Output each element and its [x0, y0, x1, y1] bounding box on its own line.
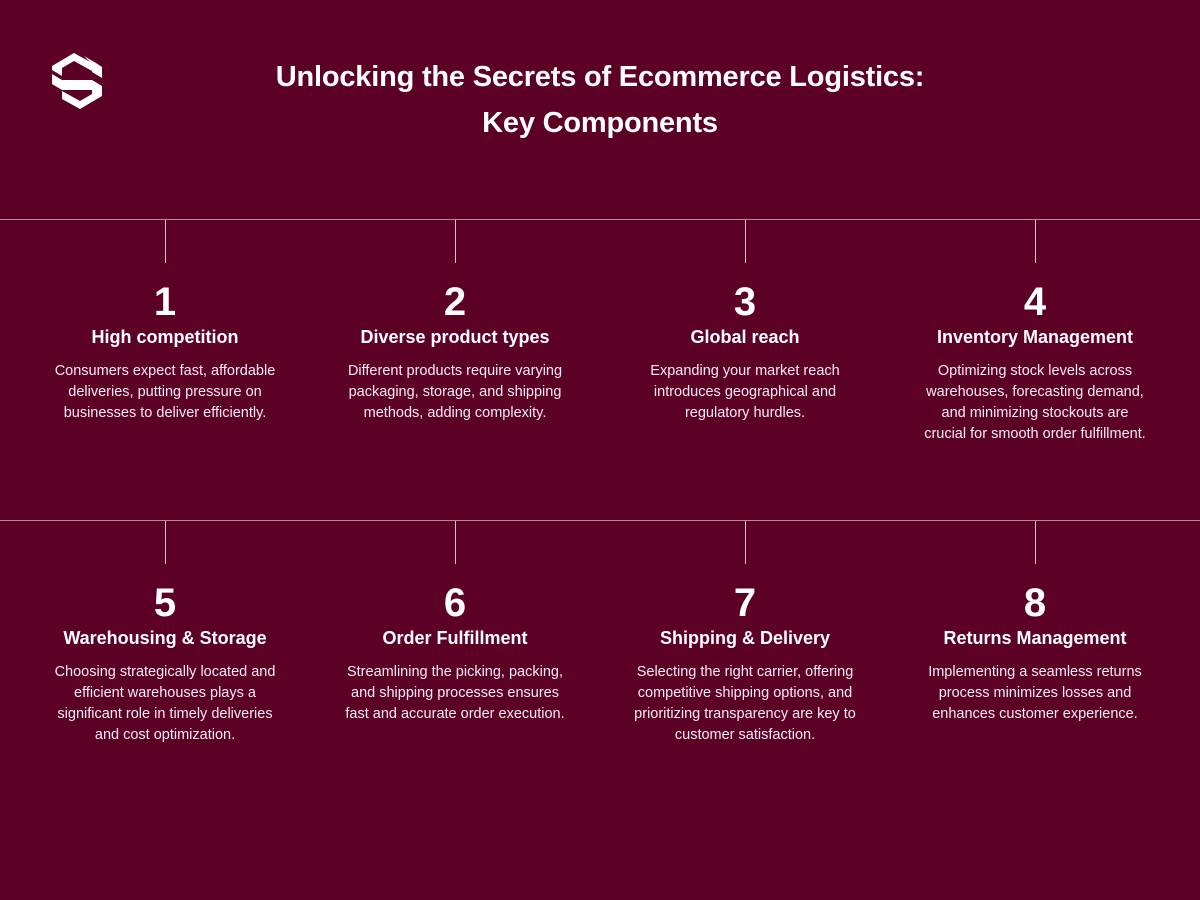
component-description: Different products require varying packa…: [347, 363, 563, 421]
component-card-5: 5 Warehousing & Storage Choosing strateg…: [49, 521, 281, 746]
brand-s-logo-icon: [52, 53, 102, 109]
component-heading: Returns Management: [943, 628, 1127, 648]
component-heading: Diverse product types: [360, 327, 550, 347]
component-number: 4: [1023, 280, 1047, 324]
component-description: Selecting the right carrier, offering co…: [634, 664, 856, 743]
component-card-8: 8 Returns Management Implementing a seam…: [919, 521, 1151, 725]
component-heading: Warehousing & Storage: [63, 628, 267, 648]
component-heading: High competition: [91, 327, 239, 347]
component-heading: Inventory Management: [936, 327, 1134, 347]
page-title-line-2: Key Components: [482, 107, 718, 139]
component-number: 5: [153, 581, 177, 625]
component-number: 2: [443, 280, 467, 324]
component-card-3: 3 Global reach Expanding your market rea…: [629, 220, 861, 424]
page-title-line-1: Unlocking the Secrets of Ecommerce Logis…: [275, 61, 925, 93]
connector-tick: [1034, 521, 1036, 564]
component-description: Choosing strategically located and effic…: [54, 664, 276, 743]
component-card-2: 2 Diverse product types Different produc…: [339, 220, 571, 424]
component-number: 3: [733, 280, 757, 324]
connector-tick: [164, 521, 166, 564]
component-description: Streamlining the picking, packing, and s…: [345, 664, 565, 722]
component-description: Optimizing stock levels across warehouse…: [924, 363, 1146, 442]
row-1-divider: [0, 219, 1200, 220]
component-heading: Global reach: [690, 327, 800, 347]
connector-tick: [1034, 220, 1036, 263]
connector-tick: [744, 220, 746, 263]
component-description: Expanding your market reach introduces g…: [650, 363, 840, 421]
component-description: Consumers expect fast, affordable delive…: [54, 363, 276, 421]
component-number: 6: [443, 581, 467, 625]
page-title: Unlocking the Secrets of Ecommerce Logis…: [0, 54, 1200, 146]
row-2-divider: [0, 520, 1200, 521]
component-card-7: 7 Shipping & Delivery Selecting the righ…: [629, 521, 861, 746]
component-heading: Order Fulfillment: [382, 628, 528, 648]
connector-tick: [164, 220, 166, 263]
component-card-4: 4 Inventory Management Optimizing stock …: [919, 220, 1151, 445]
component-number: 1: [153, 280, 177, 324]
component-number: 8: [1023, 581, 1047, 625]
component-card-6: 6 Order Fulfillment Streamlining the pic…: [339, 521, 571, 725]
component-description: Implementing a seamless returns process …: [928, 664, 1142, 722]
component-card-1: 1 High competition Consumers expect fast…: [49, 220, 281, 424]
connector-tick: [744, 521, 746, 564]
connector-tick: [454, 521, 456, 564]
component-heading: Shipping & Delivery: [659, 628, 831, 648]
component-number: 7: [733, 581, 757, 625]
connector-tick: [454, 220, 456, 263]
